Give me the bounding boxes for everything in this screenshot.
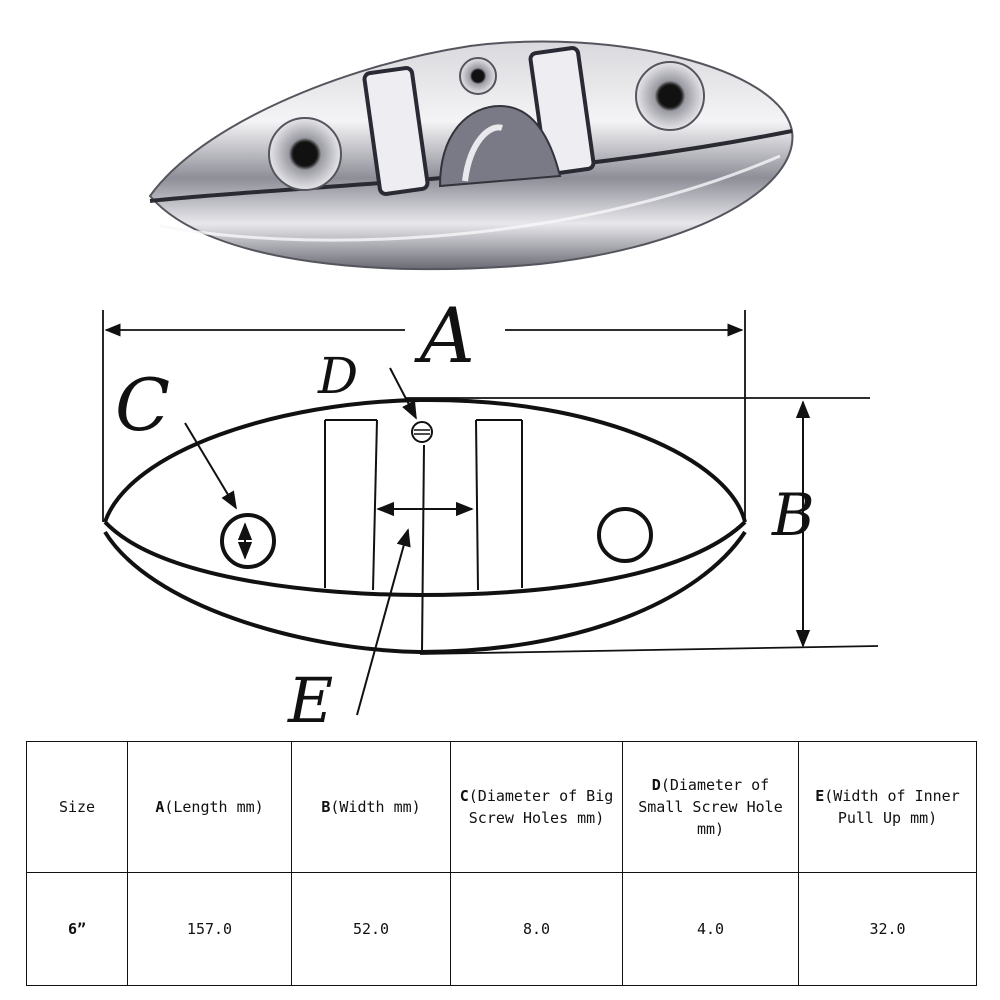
label-e: E: [287, 664, 333, 730]
cell-length: 157.0: [127, 872, 292, 986]
cleat-outline-bottom: [103, 530, 747, 655]
label-d: D: [317, 347, 358, 405]
cell-inner-pull-up: 32.0: [798, 872, 977, 986]
cell-big-screw-hole: 8.0: [450, 872, 623, 986]
big-screw-hole-right: [597, 507, 653, 563]
cell-size: 6”: [26, 872, 128, 986]
label-a: A: [414, 291, 475, 380]
table-header-row: Size A(Length mm) B(Width mm) C(Diameter…: [26, 741, 977, 873]
cell-small-screw-hole: 4.0: [622, 872, 799, 986]
big-screw-hole-left: [220, 513, 276, 569]
header-small-screw-hole: D(Diameter of Small Screw Hole mm): [622, 741, 799, 873]
dimension-drawing: A B C D E: [102, 291, 879, 730]
table-row: 6” 157.0 52.0 8.0 4.0 32.0: [26, 872, 977, 986]
header-inner-pull-up: E(Width of Inner Pull Up mm): [798, 741, 977, 873]
header-length: A(Length mm): [127, 741, 292, 873]
header-big-screw-hole: C(Diameter of Big Screw Holes mm): [450, 741, 623, 873]
header-size: Size: [26, 741, 128, 873]
small-screw-hole: [411, 421, 433, 443]
cleat-photo: [148, 40, 794, 271]
dimension-d-leader: [389, 367, 417, 420]
label-c: C: [115, 363, 170, 447]
label-b: B: [771, 481, 815, 549]
dimension-c-leader: [184, 422, 237, 510]
spec-table: Size A(Length mm) B(Width mm) C(Diameter…: [26, 741, 977, 986]
cleat-slot-left: [362, 66, 430, 196]
cleat-outline-top: [103, 397, 747, 523]
cleat-outline-mid: [103, 520, 747, 598]
cell-width: 52.0: [291, 872, 451, 986]
header-width: B(Width mm): [291, 741, 451, 873]
dimension-e-leader: [356, 528, 411, 716]
